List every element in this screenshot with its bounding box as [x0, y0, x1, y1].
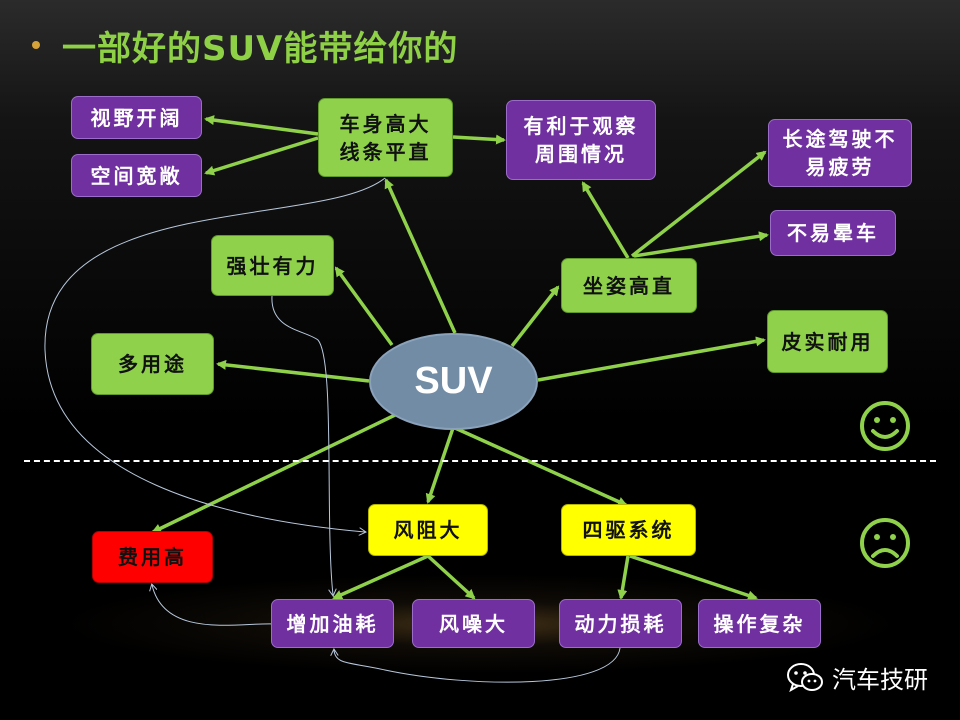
- arrow-suv-to-multiuse: [216, 359, 370, 383]
- node-long-drive: 长途驾驶不 易疲劳: [768, 119, 912, 187]
- node-power-loss: 动力损耗: [559, 599, 682, 648]
- node-durable: 皮实耐用: [767, 310, 888, 373]
- curve-strong-to-fuel: [271, 295, 333, 595]
- arrow-seat-to-observe: [581, 181, 630, 259]
- arrow-body-to-observe: [452, 134, 506, 145]
- arrow-body-to-space: [204, 136, 319, 176]
- arrow-suv-to-body: [384, 178, 457, 334]
- arrow-suv-to-strong: [334, 266, 394, 347]
- watermark-text: 汽车技研: [832, 666, 928, 694]
- slide-title: 一部好的SUV能带给你的: [32, 20, 458, 70]
- arrow-wind-to-fuel: [332, 554, 429, 600]
- arrow-seat-to-nocarsick: [633, 231, 769, 258]
- arrow-suv-to-durable: [537, 336, 766, 382]
- smiley-icon: [860, 401, 910, 451]
- wechat-icon: [787, 662, 823, 692]
- arrow-suv-to-cost: [151, 413, 396, 534]
- arrow-body-to-view: [204, 115, 319, 136]
- node-body-tall: 车身高大 线条平直: [318, 98, 453, 177]
- node-strong: 强壮有力: [211, 235, 334, 296]
- node-seat-upright: 坐姿高直: [561, 258, 697, 313]
- node-no-carsick: 不易晕车: [770, 210, 896, 256]
- curve-fuel-to-cost: [152, 585, 276, 626]
- arrow-awd-to-complex: [629, 554, 758, 601]
- node-wind-resist: 风阻大: [368, 504, 488, 556]
- arrow-suv-to-wind: [425, 427, 455, 504]
- arrow-wind-to-noise: [426, 554, 476, 600]
- watermark: 汽车技研: [786, 660, 928, 695]
- curve-body-to-wind: [44, 177, 386, 532]
- node-multi-use: 多用途: [91, 333, 214, 395]
- node-more-fuel: 增加油耗: [271, 599, 394, 648]
- center-node-suv: SUV: [369, 333, 538, 430]
- arrow-suv-to-seat: [510, 285, 560, 348]
- curve-power-to-fuel: [334, 647, 621, 683]
- frown-icon: [860, 518, 910, 568]
- arrow-suv-to-awd: [454, 426, 628, 507]
- node-complex: 操作复杂: [698, 599, 821, 648]
- arrow-awd-to-power: [617, 555, 630, 600]
- node-wind-noise: 风噪大: [412, 599, 535, 648]
- arrow-seat-to-longdrive: [630, 150, 767, 258]
- title-text: 一部好的SUV能带给你的: [62, 28, 459, 69]
- node-space-wide: 空间宽敞: [71, 154, 202, 197]
- dashed-divider: [24, 460, 936, 462]
- node-awd: 四驱系统: [561, 504, 696, 556]
- node-observe: 有利于观察 周围情况: [506, 100, 656, 180]
- node-cost-high: 费用高: [92, 531, 213, 583]
- node-view-wide: 视野开阔: [71, 96, 202, 139]
- bullet-dot: [32, 41, 40, 49]
